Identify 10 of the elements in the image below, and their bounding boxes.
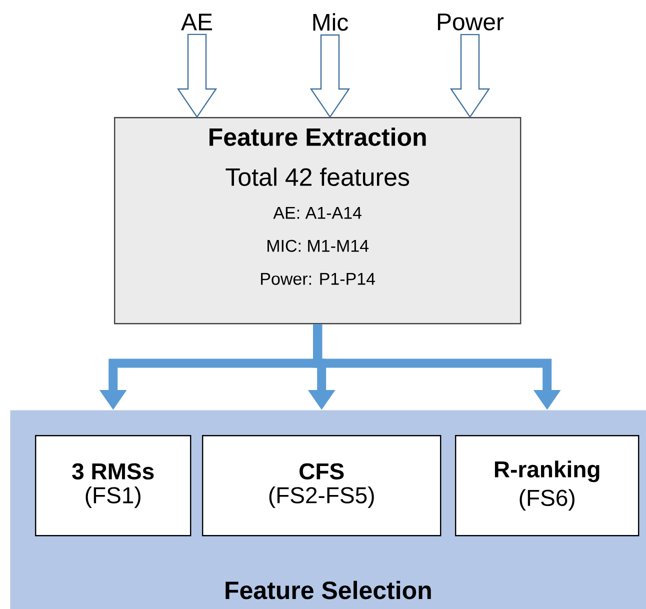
block-arrow (450, 34, 490, 118)
method-box: CFS (FS2-FS5) (202, 434, 442, 536)
input-label: AE (181, 14, 212, 30)
block-arrow (310, 34, 350, 118)
method-box: R-ranking (FS6) (455, 434, 640, 536)
input-label: Power (438, 14, 504, 30)
block-arrow (176, 34, 218, 118)
input-label: Mic (313, 13, 348, 31)
method-box: 3 RMSs (FS1) (35, 434, 192, 536)
process-box: Feature Extraction Total 42 features AE: A1-A14 MIC: M1-M14 Power: P1-P14 (114, 117, 522, 324)
